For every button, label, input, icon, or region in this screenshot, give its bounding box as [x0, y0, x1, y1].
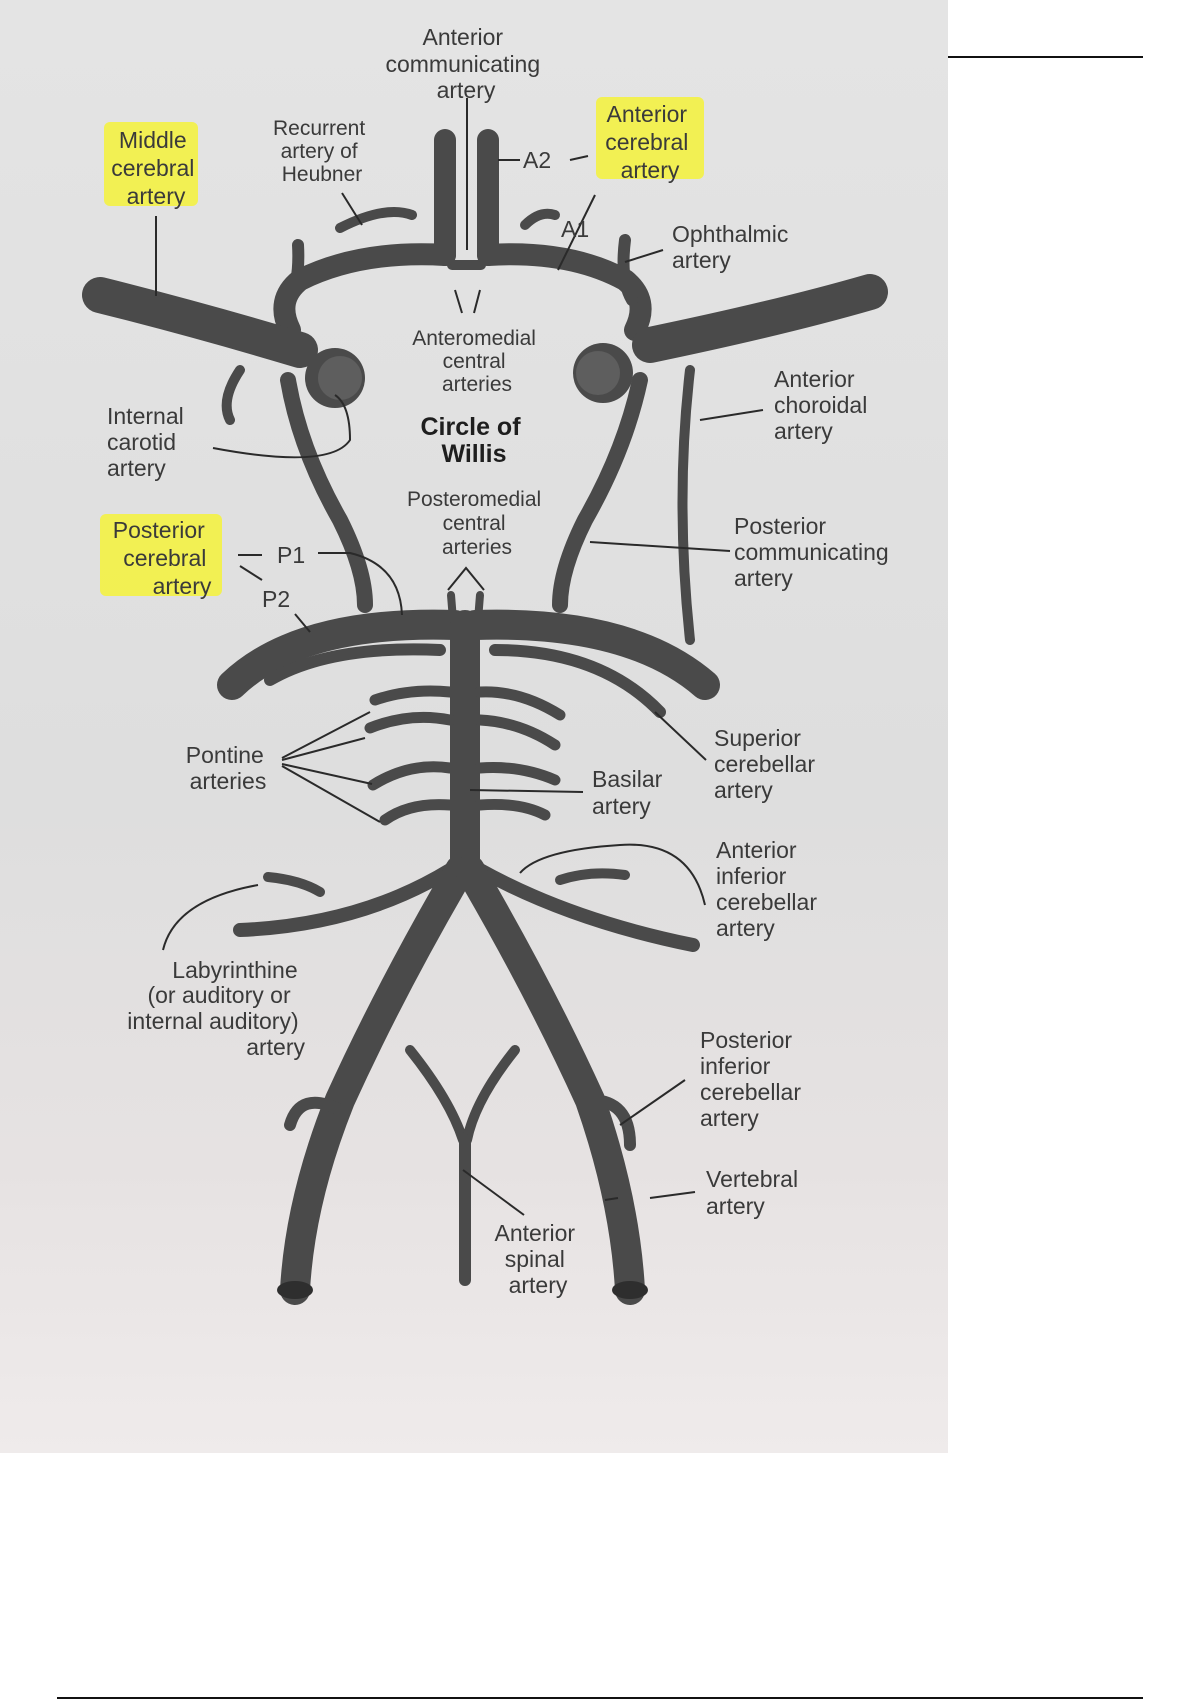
label-labyrinthine: Labyrinthine (or auditory or internal au… — [127, 957, 305, 1060]
label-anteromedial-line2: central — [443, 350, 506, 373]
label-a1: A1 — [561, 216, 589, 242]
label-mca: Middle cerebral artery — [111, 127, 201, 209]
label-aca-line2: cerebral — [605, 129, 688, 155]
label-heubner-line3: Heubner — [282, 163, 363, 186]
label-basilar-line1: Basilar — [592, 766, 663, 792]
label-ophthalmic-line2: artery — [672, 247, 731, 273]
label-circle-line2: Willis — [441, 440, 506, 468]
label-aica-line3: cerebellar — [716, 889, 817, 915]
label-vertebral-line2: artery — [706, 1193, 765, 1219]
label-aica-line2: inferior — [716, 863, 787, 889]
label-basilar-line2: artery — [592, 793, 651, 819]
label-aca: Anterior cerebral artery — [605, 101, 695, 183]
label-pica: Posterior inferior cerebellar artery — [700, 1027, 807, 1131]
label-heubner-line1: Recurrent — [273, 117, 365, 140]
label-pica-line2: inferior — [700, 1053, 771, 1079]
label-pica-line3: cerebellar — [700, 1079, 801, 1105]
label-pica-line1: Posterior — [700, 1027, 792, 1053]
bottom-rule — [57, 1697, 1143, 1699]
label-circle-line1: Circle of — [421, 413, 522, 441]
label-achoroidal-line1: Anterior — [774, 366, 855, 392]
label-sca-line2: cerebellar — [714, 751, 815, 777]
top-right-rule — [948, 56, 1143, 58]
label-vertebral-line1: Vertebral — [706, 1166, 798, 1192]
label-ophthalmic: Ophthalmic artery — [672, 221, 795, 273]
label-sca-line3: artery — [714, 777, 773, 803]
label-anterior-choroidal: Anterior choroidal artery — [774, 366, 874, 444]
label-labyrinthine-line2: (or auditory or — [147, 982, 291, 1008]
label-pcom-line3: artery — [734, 565, 793, 591]
label-pontine-line1: Pontine — [186, 742, 264, 768]
label-mca-line3: artery — [127, 183, 186, 209]
label-aica-line1: Anterior — [716, 837, 797, 863]
label-achoroidal-line2: choroidal — [774, 392, 867, 418]
highlight-aca — [596, 97, 704, 179]
label-sca: Superior cerebellar artery — [714, 725, 821, 803]
label-pca-line3: artery — [153, 573, 212, 599]
label-heubner-line2: artery of — [281, 140, 358, 163]
label-anteromedial-line3: arteries — [442, 373, 512, 396]
label-acom-line2: communicating — [385, 51, 540, 77]
label-a2: A2 — [523, 147, 551, 173]
label-aica: Anterior inferior cerebellar artery — [716, 837, 823, 941]
label-pcom: Posterior communicating artery — [734, 513, 895, 591]
label-aca-line1: Anterior — [607, 101, 688, 127]
highlight-mca — [104, 122, 198, 206]
label-asa-line3: artery — [509, 1272, 568, 1298]
label-mca-line1: Middle — [119, 127, 187, 153]
label-pica-line4: artery — [700, 1105, 759, 1131]
leader-lines — [155, 98, 764, 1216]
label-aca-line3: artery — [621, 157, 680, 183]
label-pontine-line2: arteries — [190, 768, 267, 794]
label-pontine: Pontine arteries — [186, 742, 270, 794]
label-heubner: Recurrent artery of Heubner — [273, 117, 371, 186]
label-aica-line4: artery — [716, 915, 775, 941]
vessels — [82, 129, 888, 1305]
label-asa: Anterior spinal artery — [495, 1220, 582, 1298]
label-posteromedial: Posteromedial central arteries — [407, 488, 547, 559]
label-circle-of-willis: Circle of Willis — [421, 413, 528, 468]
label-asa-line2: spinal — [505, 1246, 565, 1272]
label-posteromedial-line3: arteries — [442, 536, 512, 559]
label-acom-line1: Anterior — [423, 24, 504, 50]
label-vertebral: Vertebral artery — [706, 1166, 804, 1219]
label-pca-line1: Posterior — [113, 517, 205, 543]
label-ophthalmic-line1: Ophthalmic — [672, 221, 788, 247]
circle-of-willis-diagram: Anterior communicating artery Middle cer… — [82, 24, 895, 1305]
label-ica-line3: artery — [107, 455, 166, 481]
label-pca-line2: cerebral — [123, 545, 206, 571]
label-sca-line1: Superior — [714, 725, 801, 751]
label-acom: Anterior communicating artery — [385, 24, 546, 103]
label-pcom-line2: communicating — [734, 539, 889, 565]
label-labyrinthine-line1: Labyrinthine — [172, 957, 297, 983]
label-mca-line2: cerebral — [111, 155, 194, 181]
label-posteromedial-line2: central — [443, 512, 506, 535]
label-posteromedial-line1: Posteromedial — [407, 488, 541, 511]
label-ica-line1: Internal — [107, 403, 184, 429]
label-basilar: Basilar artery — [592, 766, 669, 819]
label-achoroidal-line3: artery — [774, 418, 833, 444]
label-pcom-line1: Posterior — [734, 513, 826, 539]
label-anteromedial-line1: Anteromedial — [412, 327, 536, 350]
label-ica: Internal carotid artery — [107, 403, 190, 481]
label-acom-line3: artery — [437, 77, 496, 103]
label-asa-line1: Anterior — [495, 1220, 576, 1246]
label-p1: P1 — [277, 542, 305, 568]
label-labyrinthine-line4: artery — [246, 1034, 305, 1060]
label-anteromedial: Anteromedial central arteries — [412, 327, 542, 396]
label-labyrinthine-line3: internal auditory) — [127, 1008, 298, 1034]
label-ica-line2: carotid — [107, 429, 176, 455]
highlight-pca — [100, 514, 222, 596]
label-p2: P2 — [262, 586, 290, 612]
label-pca: Posterior cerebral artery — [113, 517, 213, 599]
